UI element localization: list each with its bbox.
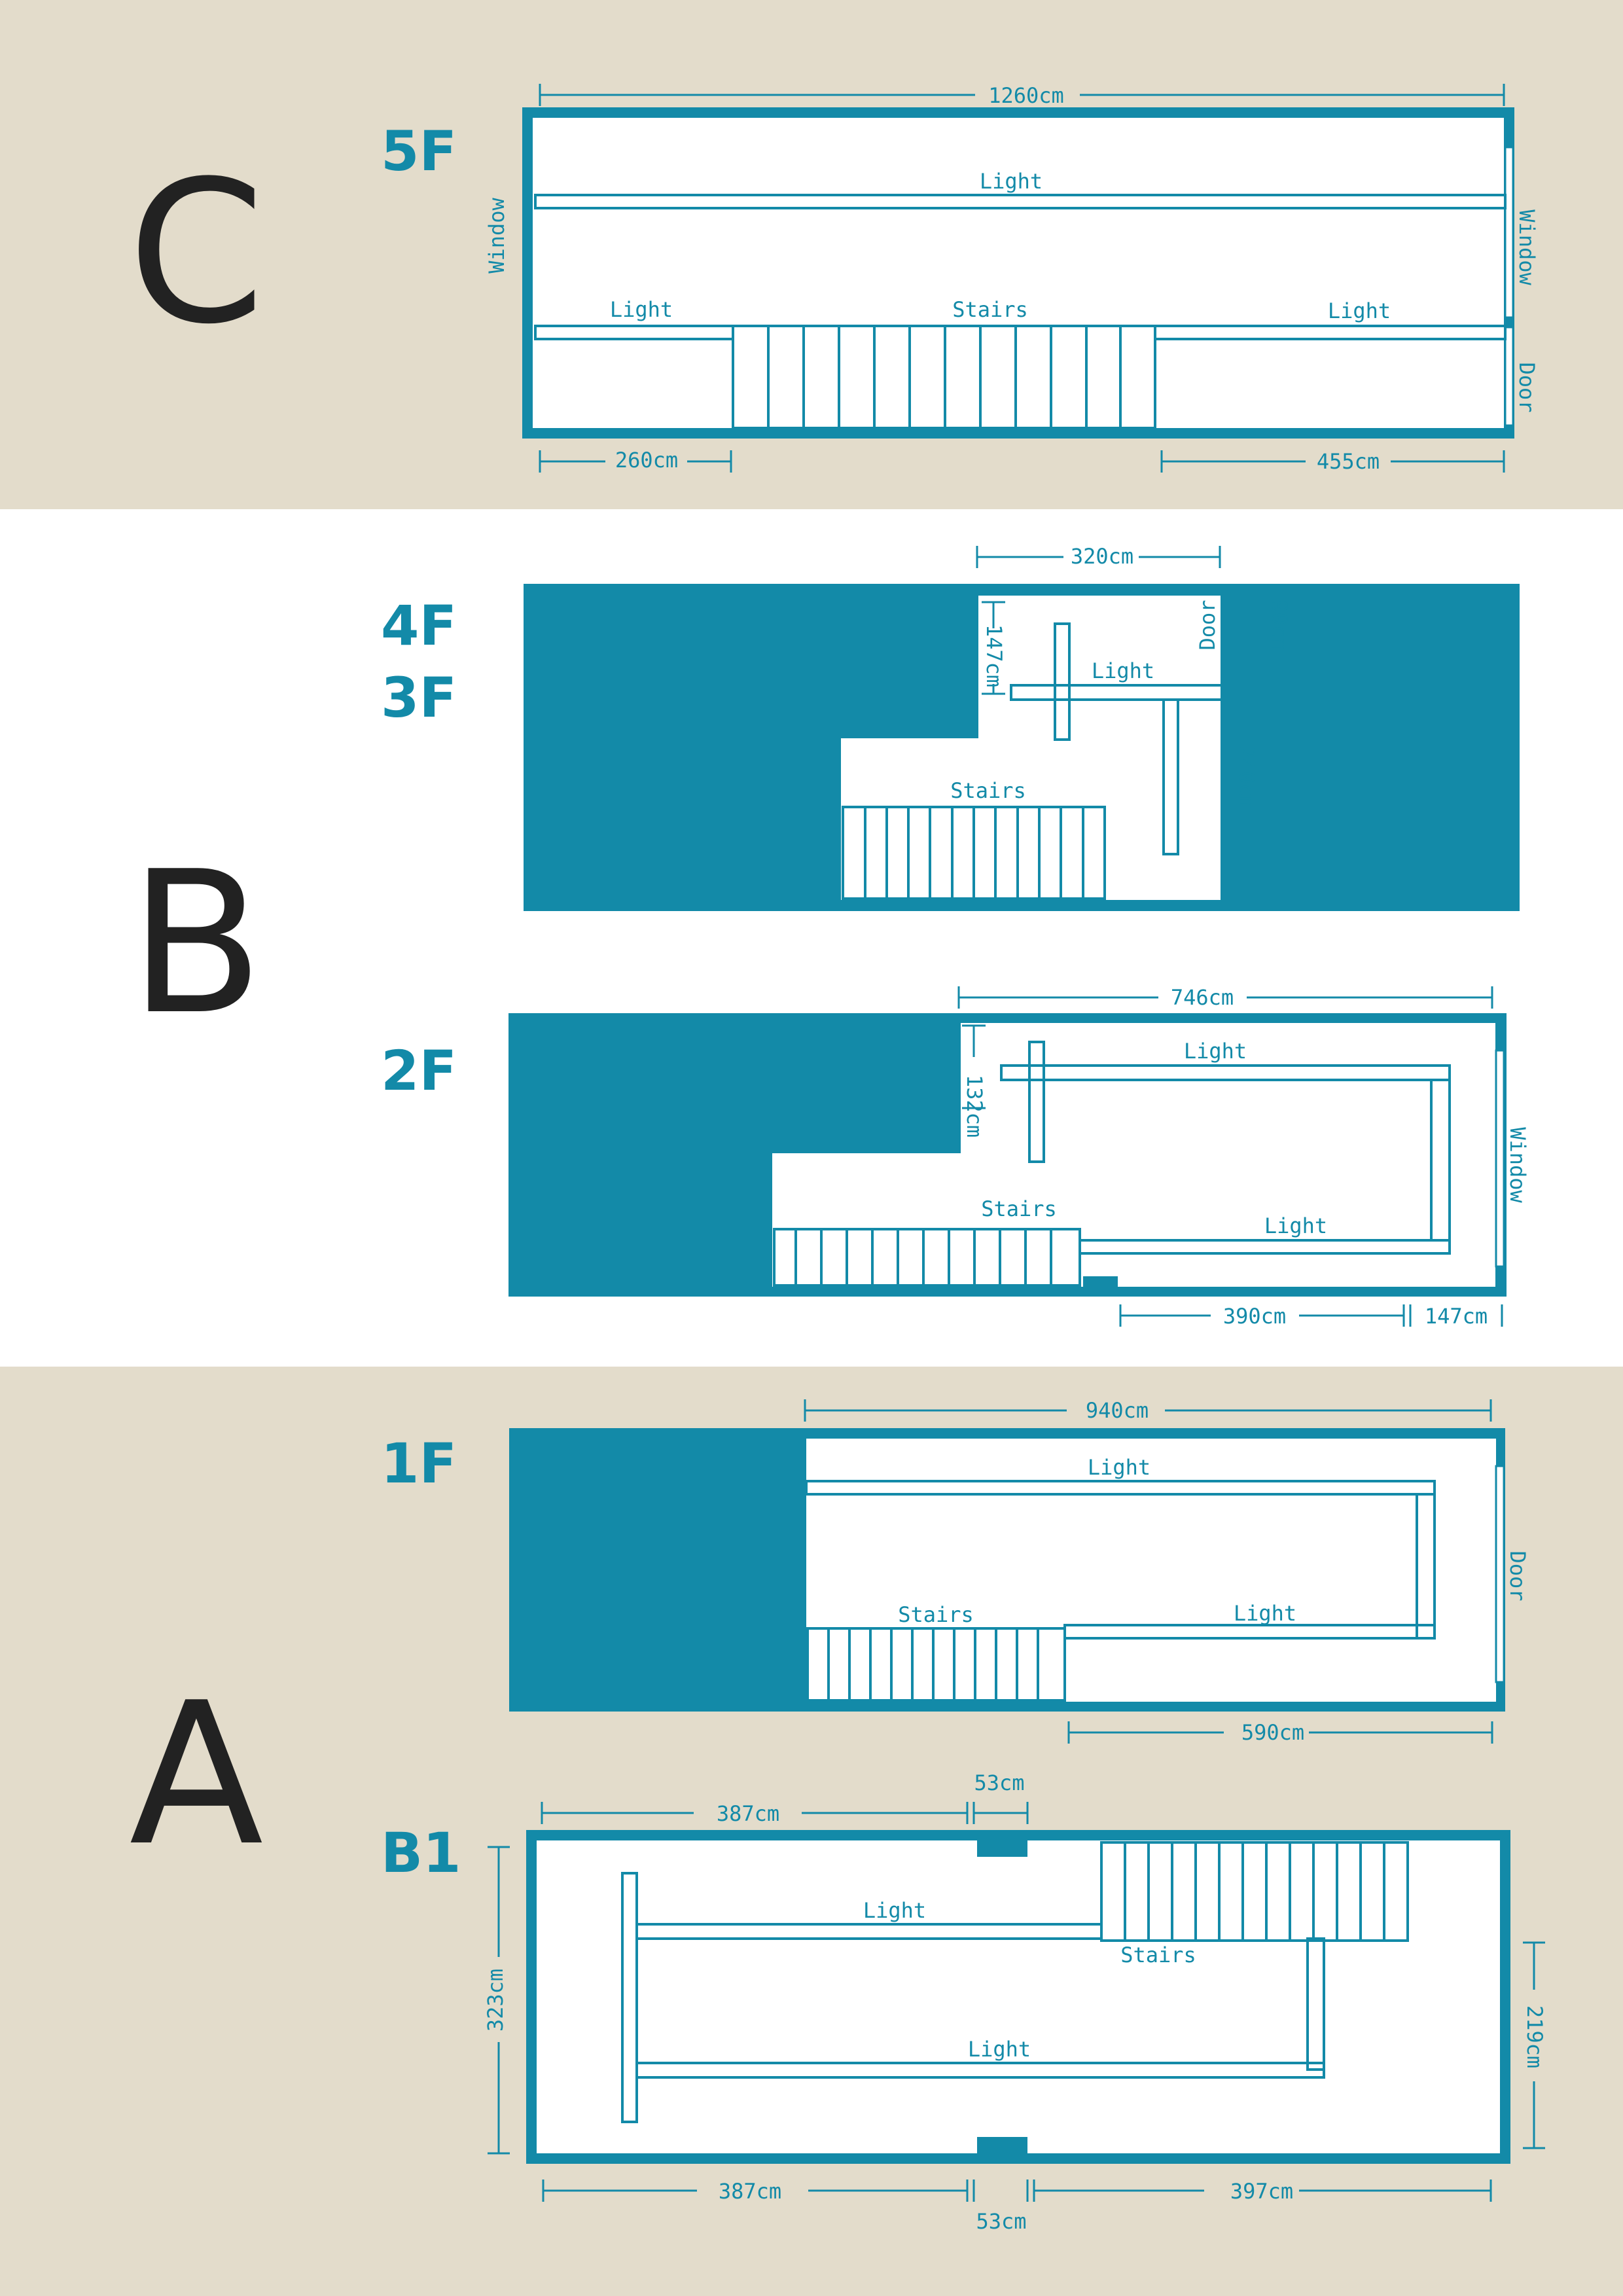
dim-top-53-b1: 53cm bbox=[974, 1770, 1024, 1795]
dim-147-2f: 147cm bbox=[1425, 1304, 1488, 1329]
dim-bottom-387-b1: 387cm bbox=[719, 2179, 781, 2204]
door-right-1f bbox=[1495, 1465, 1505, 1683]
post-top-b1 bbox=[977, 1840, 1027, 1857]
dim-147-4f-3f: 147cm bbox=[982, 624, 1007, 687]
light-bar-left-b1 bbox=[621, 1872, 638, 2123]
label-light-bottom-2f: Light bbox=[1264, 1213, 1327, 1238]
dim-240-4f-3f: 240cm bbox=[1234, 746, 1259, 809]
post-bottom-b1 bbox=[977, 2137, 1027, 2153]
light-bar-right-b1 bbox=[1306, 1937, 1325, 2071]
label-stairs-4f-3f: Stairs bbox=[950, 778, 1026, 803]
label-stairs-1f: Stairs bbox=[898, 1602, 974, 1627]
floor-label-1f: 1F bbox=[381, 1431, 457, 1496]
label-stairs-2f: Stairs bbox=[981, 1196, 1057, 1221]
dim-390-2f: 390cm bbox=[1223, 1304, 1286, 1329]
light-bar-horizontal bbox=[1010, 684, 1225, 701]
label-stairs-5f: Stairs bbox=[952, 297, 1028, 322]
dim-right-5f: 455cm bbox=[1317, 449, 1380, 474]
light-bar-top-1f bbox=[805, 1480, 1436, 1496]
dim-top-387-b1: 387cm bbox=[717, 1801, 779, 1826]
floor-label-4f: 4F bbox=[381, 594, 457, 658]
label-stairs-b1: Stairs bbox=[1120, 1943, 1196, 1967]
dim-left-5f: 260cm bbox=[615, 448, 678, 473]
dim-90-4f-3f: 90cm bbox=[1267, 600, 1292, 650]
stairs-1f bbox=[806, 1627, 1066, 1702]
room-outline-5f bbox=[522, 107, 1514, 439]
floor-label-2f: 2F bbox=[381, 1039, 457, 1103]
window-right bbox=[1504, 146, 1514, 319]
plan-5f bbox=[522, 84, 1514, 473]
label-light-top-b1: Light bbox=[863, 1898, 926, 1923]
label-door-5f: Door bbox=[1514, 362, 1539, 412]
label-light-top-1f: Light bbox=[1088, 1455, 1150, 1480]
door-right bbox=[1504, 326, 1514, 427]
dims-1f bbox=[804, 1399, 1493, 1744]
room-outline-b1 bbox=[526, 1830, 1510, 2164]
zone-letter-b: B bbox=[129, 829, 264, 1058]
light-bar-top bbox=[534, 194, 1507, 209]
dim-total-5f: 1260cm bbox=[988, 83, 1064, 108]
floor-label-3f: 3F bbox=[381, 666, 457, 730]
light-bar-top-2f bbox=[1000, 1064, 1451, 1081]
label-light-4f-3f: Light bbox=[1092, 658, 1154, 683]
plan-4f-3f bbox=[524, 546, 1520, 911]
label-light-top-2f: Light bbox=[1184, 1039, 1247, 1064]
dim-width-1f: 940cm bbox=[1086, 1398, 1149, 1423]
stairs-5f bbox=[732, 325, 1156, 429]
plan-2f bbox=[508, 986, 1507, 1327]
label-door-4f-3f: Door bbox=[1195, 600, 1220, 650]
light-bar-vertical-b bbox=[1162, 698, 1179, 855]
stairs-b1 bbox=[1100, 1841, 1409, 1942]
room-4f-3f bbox=[841, 596, 1221, 900]
dim-132-2f: 132cm bbox=[962, 1075, 987, 1138]
label-window-2f: Window bbox=[1505, 1127, 1530, 1203]
label-window-left-5f: Window bbox=[484, 197, 509, 273]
plan-b1 bbox=[488, 1802, 1545, 2202]
light-bar-bottom-b1 bbox=[635, 2062, 1325, 2079]
label-door-1f: Door bbox=[1505, 1551, 1530, 1601]
dims-b1 bbox=[488, 1802, 1545, 2202]
label-light-left-5f: Light bbox=[610, 297, 673, 322]
light-bar-vertical-a bbox=[1054, 622, 1071, 741]
label-light-top-5f: Light bbox=[980, 169, 1043, 194]
dim-bottom-1f: 590cm bbox=[1241, 1720, 1304, 1745]
plan-1f bbox=[509, 1399, 1505, 1744]
room-1f bbox=[806, 1439, 1496, 1702]
zone-letter-c: C bbox=[128, 139, 264, 367]
window-right-2f bbox=[1495, 1049, 1505, 1268]
dim-width-2f: 746cm bbox=[1171, 985, 1234, 1010]
zone-letter-a: A bbox=[129, 1660, 264, 1889]
room-2f bbox=[772, 1023, 1495, 1287]
dims-4f-3f bbox=[976, 546, 1258, 897]
stairs-2f bbox=[773, 1228, 1081, 1287]
dims-5f bbox=[539, 84, 1505, 473]
label-window-right-5f: Window bbox=[1514, 209, 1539, 285]
dim-width-4f-3f: 320cm bbox=[1071, 544, 1133, 569]
dim-bottom-53-b1: 53cm bbox=[976, 2209, 1026, 2234]
floor-label-5f: 5F bbox=[381, 119, 457, 183]
stairs-4f-3f bbox=[842, 806, 1106, 900]
dim-bottom-397-b1: 397cm bbox=[1230, 2179, 1293, 2204]
dim-right-219-b1: 219cm bbox=[1522, 2005, 1547, 2068]
label-light-right-5f: Light bbox=[1328, 298, 1391, 323]
dim-left-323-b1: 323cm bbox=[483, 1969, 508, 2032]
dims-2f bbox=[957, 986, 1503, 1327]
label-light-bottom-1f: Light bbox=[1234, 1601, 1296, 1626]
light-bar-vertical-2f bbox=[1028, 1041, 1045, 1163]
floor-label-b1: B1 bbox=[381, 1821, 461, 1885]
label-light-bottom-b1: Light bbox=[968, 2037, 1031, 2062]
